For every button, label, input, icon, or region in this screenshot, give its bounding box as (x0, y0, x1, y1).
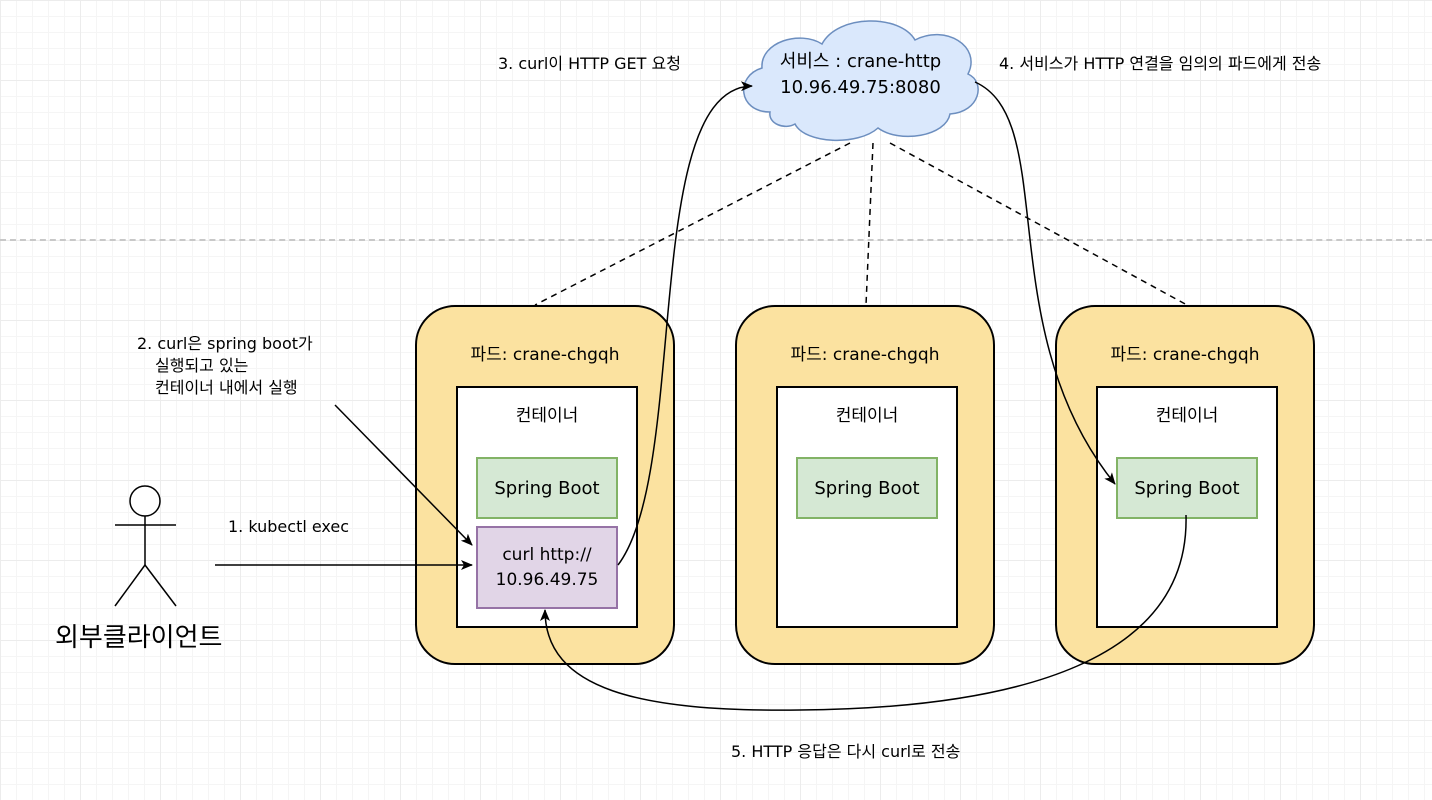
curl-exec-annotation-arrow (334, 404, 473, 546)
step-3-label: 3. curl이 HTTP GET 요청 (498, 54, 681, 73)
step-5-label: 5. HTTP 응답은 다시 curl로 전송 (731, 742, 961, 761)
service-cloud[interactable] (743, 20, 979, 142)
step-2-label: 2. curl은 spring boot가 실행되고 있는 컨테이너 내에서 실… (137, 333, 313, 399)
service-address: 10.96.49.75:8080 (780, 77, 941, 98)
pod-1[interactable]: 파드: crane-chgqh 컨테이너 Spring Boot curl ht… (415, 305, 675, 665)
pod-1-label: 파드: crane-chgqh (470, 345, 620, 365)
curl-command-box[interactable]: curl http:// 10.96.49.75 (476, 526, 618, 609)
response-to-curl-arrow (540, 514, 1187, 711)
service-link-pod-1 (534, 142, 851, 306)
service-link-pod-3 (889, 142, 1188, 306)
pod-3-label: 파드: crane-chgqh (1110, 345, 1260, 365)
pod-1-container[interactable]: 컨테이너 Spring Boot curl http:// 10.96.49.7… (456, 386, 638, 628)
external-client-actor-icon (114, 485, 177, 607)
service-label: 서비스 : crane-http 10.96.49.75:8080 (758, 49, 963, 101)
pod-2-spring-boot[interactable]: Spring Boot (796, 457, 938, 519)
pod-3[interactable]: 파드: crane-chgqh 컨테이너 Spring Boot (1055, 305, 1315, 665)
pod-2[interactable]: 파드: crane-chgqh 컨테이너 Spring Boot (735, 305, 995, 665)
service-to-pod-arrow (974, 81, 1116, 485)
external-client-label: 외부클라이언트 (55, 623, 223, 653)
pod-3-container[interactable]: 컨테이너 Spring Boot (1096, 386, 1278, 628)
step-2-line-3: 컨테이너 내에서 실행 (155, 378, 298, 397)
step-2-line-1: 2. curl은 spring boot가 (137, 334, 313, 353)
pod-3-spring-boot[interactable]: Spring Boot (1116, 457, 1258, 519)
step-1-label: 1. kubectl exec (228, 517, 350, 536)
curl-to-service-arrow (617, 81, 753, 566)
curl-line-2: 10.96.49.75 (495, 569, 599, 590)
service-name: 서비스 : crane-http (779, 51, 942, 72)
curl-line-1: curl http:// (502, 544, 592, 565)
pod-1-spring-boot[interactable]: Spring Boot (476, 457, 618, 519)
pod-2-label: 파드: crane-chgqh (790, 345, 940, 365)
service-link-pod-2 (865, 142, 874, 306)
pod-3-container-label: 컨테이너 (1155, 406, 1219, 426)
cluster-boundary-divider (0, 239, 1432, 241)
step-2-line-2: 실행되고 있는 (155, 356, 249, 375)
step-4-label: 4. 서비스가 HTTP 연결을 임의의 파드에게 전송 (999, 54, 1322, 73)
pod-2-container[interactable]: 컨테이너 Spring Boot (776, 386, 958, 628)
pod-2-container-label: 컨테이너 (835, 406, 899, 426)
pod-1-container-label: 컨테이너 (515, 406, 579, 426)
